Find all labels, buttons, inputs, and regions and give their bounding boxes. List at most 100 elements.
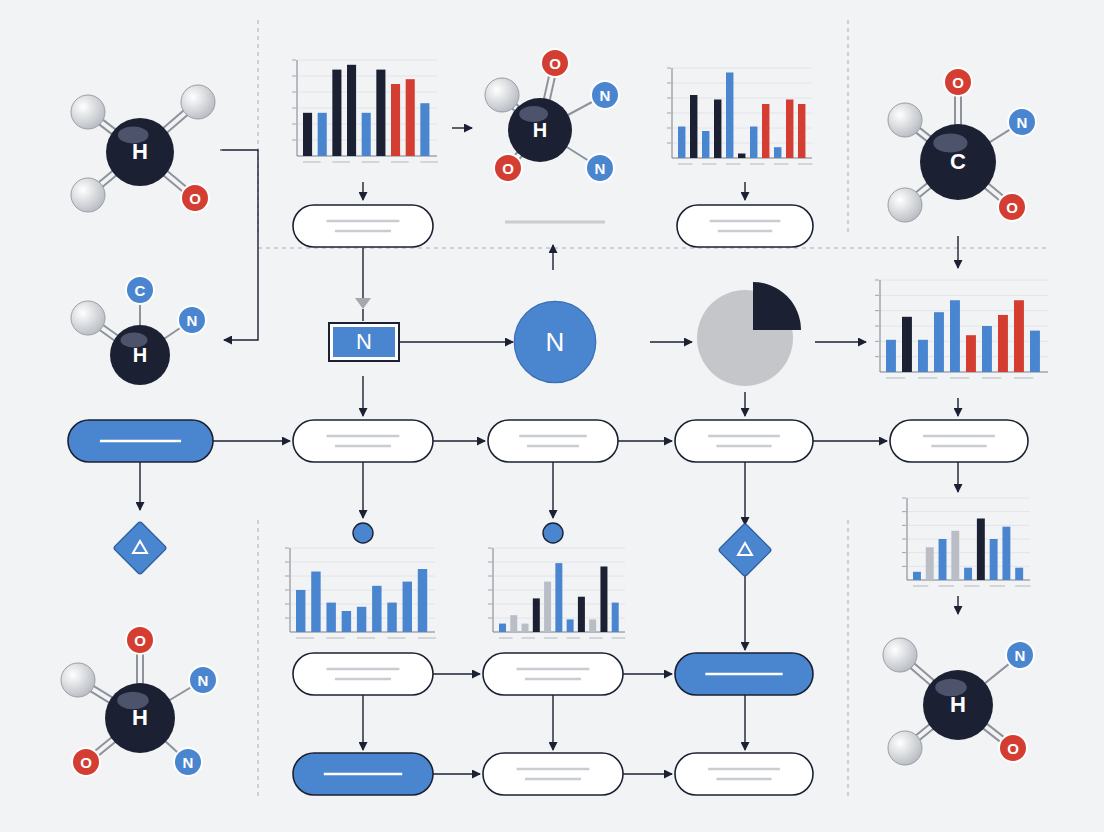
bar: [403, 582, 412, 632]
flow-arrow: [815, 341, 866, 342]
bar: [886, 340, 896, 372]
diamond-shape: [718, 523, 772, 577]
divider-line: [848, 20, 849, 232]
atom-core: [920, 124, 996, 200]
hydrogen-ball: [485, 78, 519, 112]
bar: [702, 131, 709, 158]
bar: [522, 624, 529, 632]
axis-tick: [285, 618, 289, 619]
atom-label: N: [1017, 115, 1028, 130]
atom-highlight: [933, 134, 967, 153]
hydrogen-ball: [888, 731, 922, 765]
bar: [926, 547, 934, 580]
bar: [918, 340, 928, 372]
process-pill: [293, 753, 433, 795]
flow-arrow: [957, 398, 958, 416]
axis-tick: [902, 539, 906, 540]
axis-mark: [1014, 377, 1033, 379]
bar: [950, 300, 960, 372]
atom-label: H: [133, 345, 147, 365]
flow-line: [362, 248, 363, 298]
pill-shape: [677, 205, 813, 247]
axis-tick: [875, 295, 879, 296]
atom-label: C: [950, 151, 966, 173]
bar-chart: [902, 498, 1031, 586]
bar: [544, 582, 551, 632]
axis-line: [880, 280, 881, 372]
axis-mark: [499, 637, 513, 639]
process-pill: [68, 420, 213, 462]
placeholder-line: [335, 230, 391, 233]
axis-mark: [391, 161, 409, 163]
flow-arrow: [213, 440, 290, 441]
flow-arrow: [957, 462, 958, 492]
atom-label: H: [533, 120, 547, 140]
bar: [951, 531, 959, 580]
bar: [533, 598, 540, 632]
bar: [726, 73, 733, 159]
atom-label: C: [135, 283, 146, 298]
placeholder-line: [519, 435, 587, 438]
oxygen-atom: [181, 184, 209, 212]
axis-tick: [292, 108, 296, 109]
axis-tick: [902, 511, 906, 512]
flow-arrow: [618, 440, 672, 441]
axis-mark: [750, 163, 764, 165]
axis-mark: [362, 161, 380, 163]
pie-slice: [753, 282, 801, 330]
flow-arrow: [552, 695, 553, 750]
grid-line: [297, 92, 437, 93]
pie-chart: [697, 282, 801, 386]
placeholder-line: [517, 768, 590, 771]
pill-shape: [488, 420, 618, 462]
grid-line: [907, 511, 1030, 512]
pill-shape: [483, 653, 623, 695]
axis-mark: [913, 585, 928, 587]
axis-tick: [292, 124, 296, 125]
atom-core: [106, 118, 174, 186]
grid-line: [880, 295, 1048, 296]
placeholder-line: [716, 445, 771, 448]
axis-mark: [418, 637, 436, 639]
axis-mark: [357, 637, 375, 639]
grid-line: [907, 498, 1030, 499]
flow-arrow: [744, 462, 745, 525]
flow-arrow: [744, 392, 745, 416]
nitrogen-atom: [178, 306, 206, 334]
axis-mark: [387, 637, 405, 639]
pill-shape: [293, 205, 433, 247]
bar: [326, 603, 335, 632]
placeholder-line: [525, 678, 581, 681]
axis-tick: [292, 60, 296, 61]
nitrogen-atom: [586, 154, 614, 182]
process-pill: [675, 753, 813, 795]
grid-line: [297, 108, 437, 109]
flow-arrow: [139, 462, 140, 510]
bar: [303, 113, 312, 156]
atom-label: H: [950, 694, 966, 716]
flow-arrow: [813, 440, 887, 441]
axis-mark: [726, 163, 740, 165]
placeholder-line: [335, 678, 391, 681]
bar: [332, 70, 341, 156]
atom-label: N: [198, 673, 209, 688]
axis-tick: [488, 576, 492, 577]
pill-shape: [293, 420, 433, 462]
bar: [567, 619, 574, 632]
atom-label: O: [1007, 741, 1019, 756]
axis-tick: [667, 113, 671, 114]
axis-mark: [1015, 585, 1030, 587]
bar: [510, 615, 517, 632]
grid-line: [672, 68, 812, 69]
atom-label: H: [132, 141, 148, 163]
axis-tick: [902, 498, 906, 499]
process-pill: [890, 420, 1028, 462]
bar: [347, 65, 356, 156]
bar: [311, 572, 320, 632]
axis-mark: [774, 163, 788, 165]
grid-line: [493, 548, 625, 549]
hydrogen-ball: [883, 638, 917, 672]
atom-label: O: [189, 191, 201, 206]
flow-arrow: [623, 773, 672, 774]
bar: [1014, 300, 1024, 372]
